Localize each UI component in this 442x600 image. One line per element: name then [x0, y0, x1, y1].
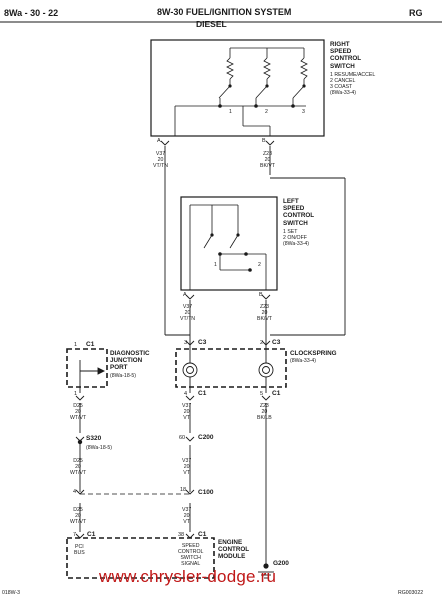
clockspring-connector-c1-left: C1 [198, 390, 207, 397]
right-switch-pos-2: 2 [265, 109, 268, 115]
right-switch-pos-1: 1 [229, 109, 232, 115]
wire-v37-upper: V37 20 VT/TN [153, 151, 168, 169]
wire-v37-bottom: V37 20 VT [182, 507, 192, 525]
djp-connector-c1: C1 [86, 341, 95, 348]
djp-ref: (8Wa-18-5) [110, 373, 137, 379]
left-switch-pin-a: A [183, 292, 187, 298]
splice-s320-dot [77, 439, 83, 445]
wire-d25-mid: D25 20 WT/VT [70, 458, 87, 476]
clockspring-ref: (8Wa-33-4) [290, 358, 317, 364]
wire-d25-upper: D25 20 WT/VT [70, 403, 87, 421]
clockspring-pin-2: 2 [260, 340, 264, 346]
right-switch-box [150, 39, 325, 137]
right-switch-contacts [174, 47, 308, 136]
ecm-box [66, 537, 215, 579]
wire-z23-lower: Z23 20 BK/LB [257, 403, 272, 421]
right-switch-pin-b: B [262, 138, 266, 144]
ecm-switch-signal-label: SPEED CONTROL SWITCH SIGNAL [178, 543, 204, 567]
ecm-pin-7: 7 [73, 532, 77, 538]
right-switch-pos-3: 3 [302, 109, 305, 115]
watermark-url[interactable]: www.chrysler-dodge.ru [99, 567, 277, 586]
footer-right: RG003022 [398, 590, 424, 596]
ecm-connector-c1-right: C1 [198, 531, 207, 538]
left-switch-box [180, 196, 278, 291]
ground-g200-label: G200 [273, 560, 289, 567]
right-switch-title: RIGHT SPEED CONTROL SWITCH [330, 41, 362, 70]
wire-z23-mid: Z23 20 BK/VT [257, 304, 272, 322]
wire-v37-mid: V37 20 VT/TN [180, 304, 195, 322]
clockspring-connector-c1-right: C1 [272, 390, 281, 397]
wire-z23-upper: Z23 20 BK/VT [260, 151, 275, 169]
clockspring-pin-3: 3 [184, 340, 188, 346]
clockspring-connector-c3-right: C3 [272, 339, 281, 346]
c100-pin-4: 4 [73, 489, 77, 495]
djp-pin-bottom: 1 [74, 391, 78, 397]
ecm-pci-bus-label: PCI BUS [74, 544, 85, 556]
djp-box [66, 348, 108, 388]
right-switch-pin-a: A [157, 138, 161, 144]
left-switch-legend: 1 SET 2 ON/OFF (8Wa-33-4) [283, 229, 310, 247]
c100-connector-label: C100 [198, 489, 214, 496]
clockspring-connector-c3-left: C3 [198, 339, 207, 346]
wire-d25-lower: D25 20 WT/VT [70, 507, 87, 525]
left-switch-contacts [189, 204, 267, 290]
footer-left: 018W-3 [2, 590, 21, 596]
header-title: 8W-30 FUEL/IGNITION SYSTEM [157, 7, 292, 17]
wire-v37-c200-c100: V37 20 VT [182, 458, 192, 476]
ecm-title: ENGINE CONTROL MODULE [218, 539, 250, 561]
left-switch-pos-2: 2 [258, 262, 261, 268]
clockspring-pin-4: 4 [184, 391, 188, 397]
c200-pin-60: 60 [179, 435, 186, 441]
right-switch-legend: 1 RESUME/ACCEL 2 CANCEL 3 COAST (8Wa-33-… [330, 72, 376, 96]
c200-connector-label: C200 [198, 434, 214, 441]
clockspring-box [175, 348, 287, 388]
splice-s320-label: S320 [86, 435, 102, 442]
left-switch-title: LEFT SPEED CONTROL SWITCH [283, 198, 315, 227]
wire-v37-lower: V37 20 VT [182, 403, 192, 421]
header-subtitle: DIESEL [196, 19, 227, 29]
ecm-pin-38: 38 [178, 532, 185, 538]
header-right: RG [409, 8, 423, 18]
left-switch-pin-b: B [259, 292, 263, 298]
left-switch-pos-1: 1 [214, 262, 217, 268]
splice-s320-ref: (8Wa-18-5) [86, 445, 113, 451]
djp-pin-top: 1 [74, 342, 78, 348]
clockspring-title: CLOCKSPRING [290, 350, 337, 357]
clockspring-pin-5: 5 [260, 391, 264, 397]
c100-pin-18: 18 [180, 487, 187, 493]
djp-title: DIAGNOSTIC JUNCTION PORT [110, 350, 150, 372]
header-left: 8Wa - 30 - 22 [4, 8, 59, 18]
ecm-connector-c1-left: C1 [87, 531, 96, 538]
